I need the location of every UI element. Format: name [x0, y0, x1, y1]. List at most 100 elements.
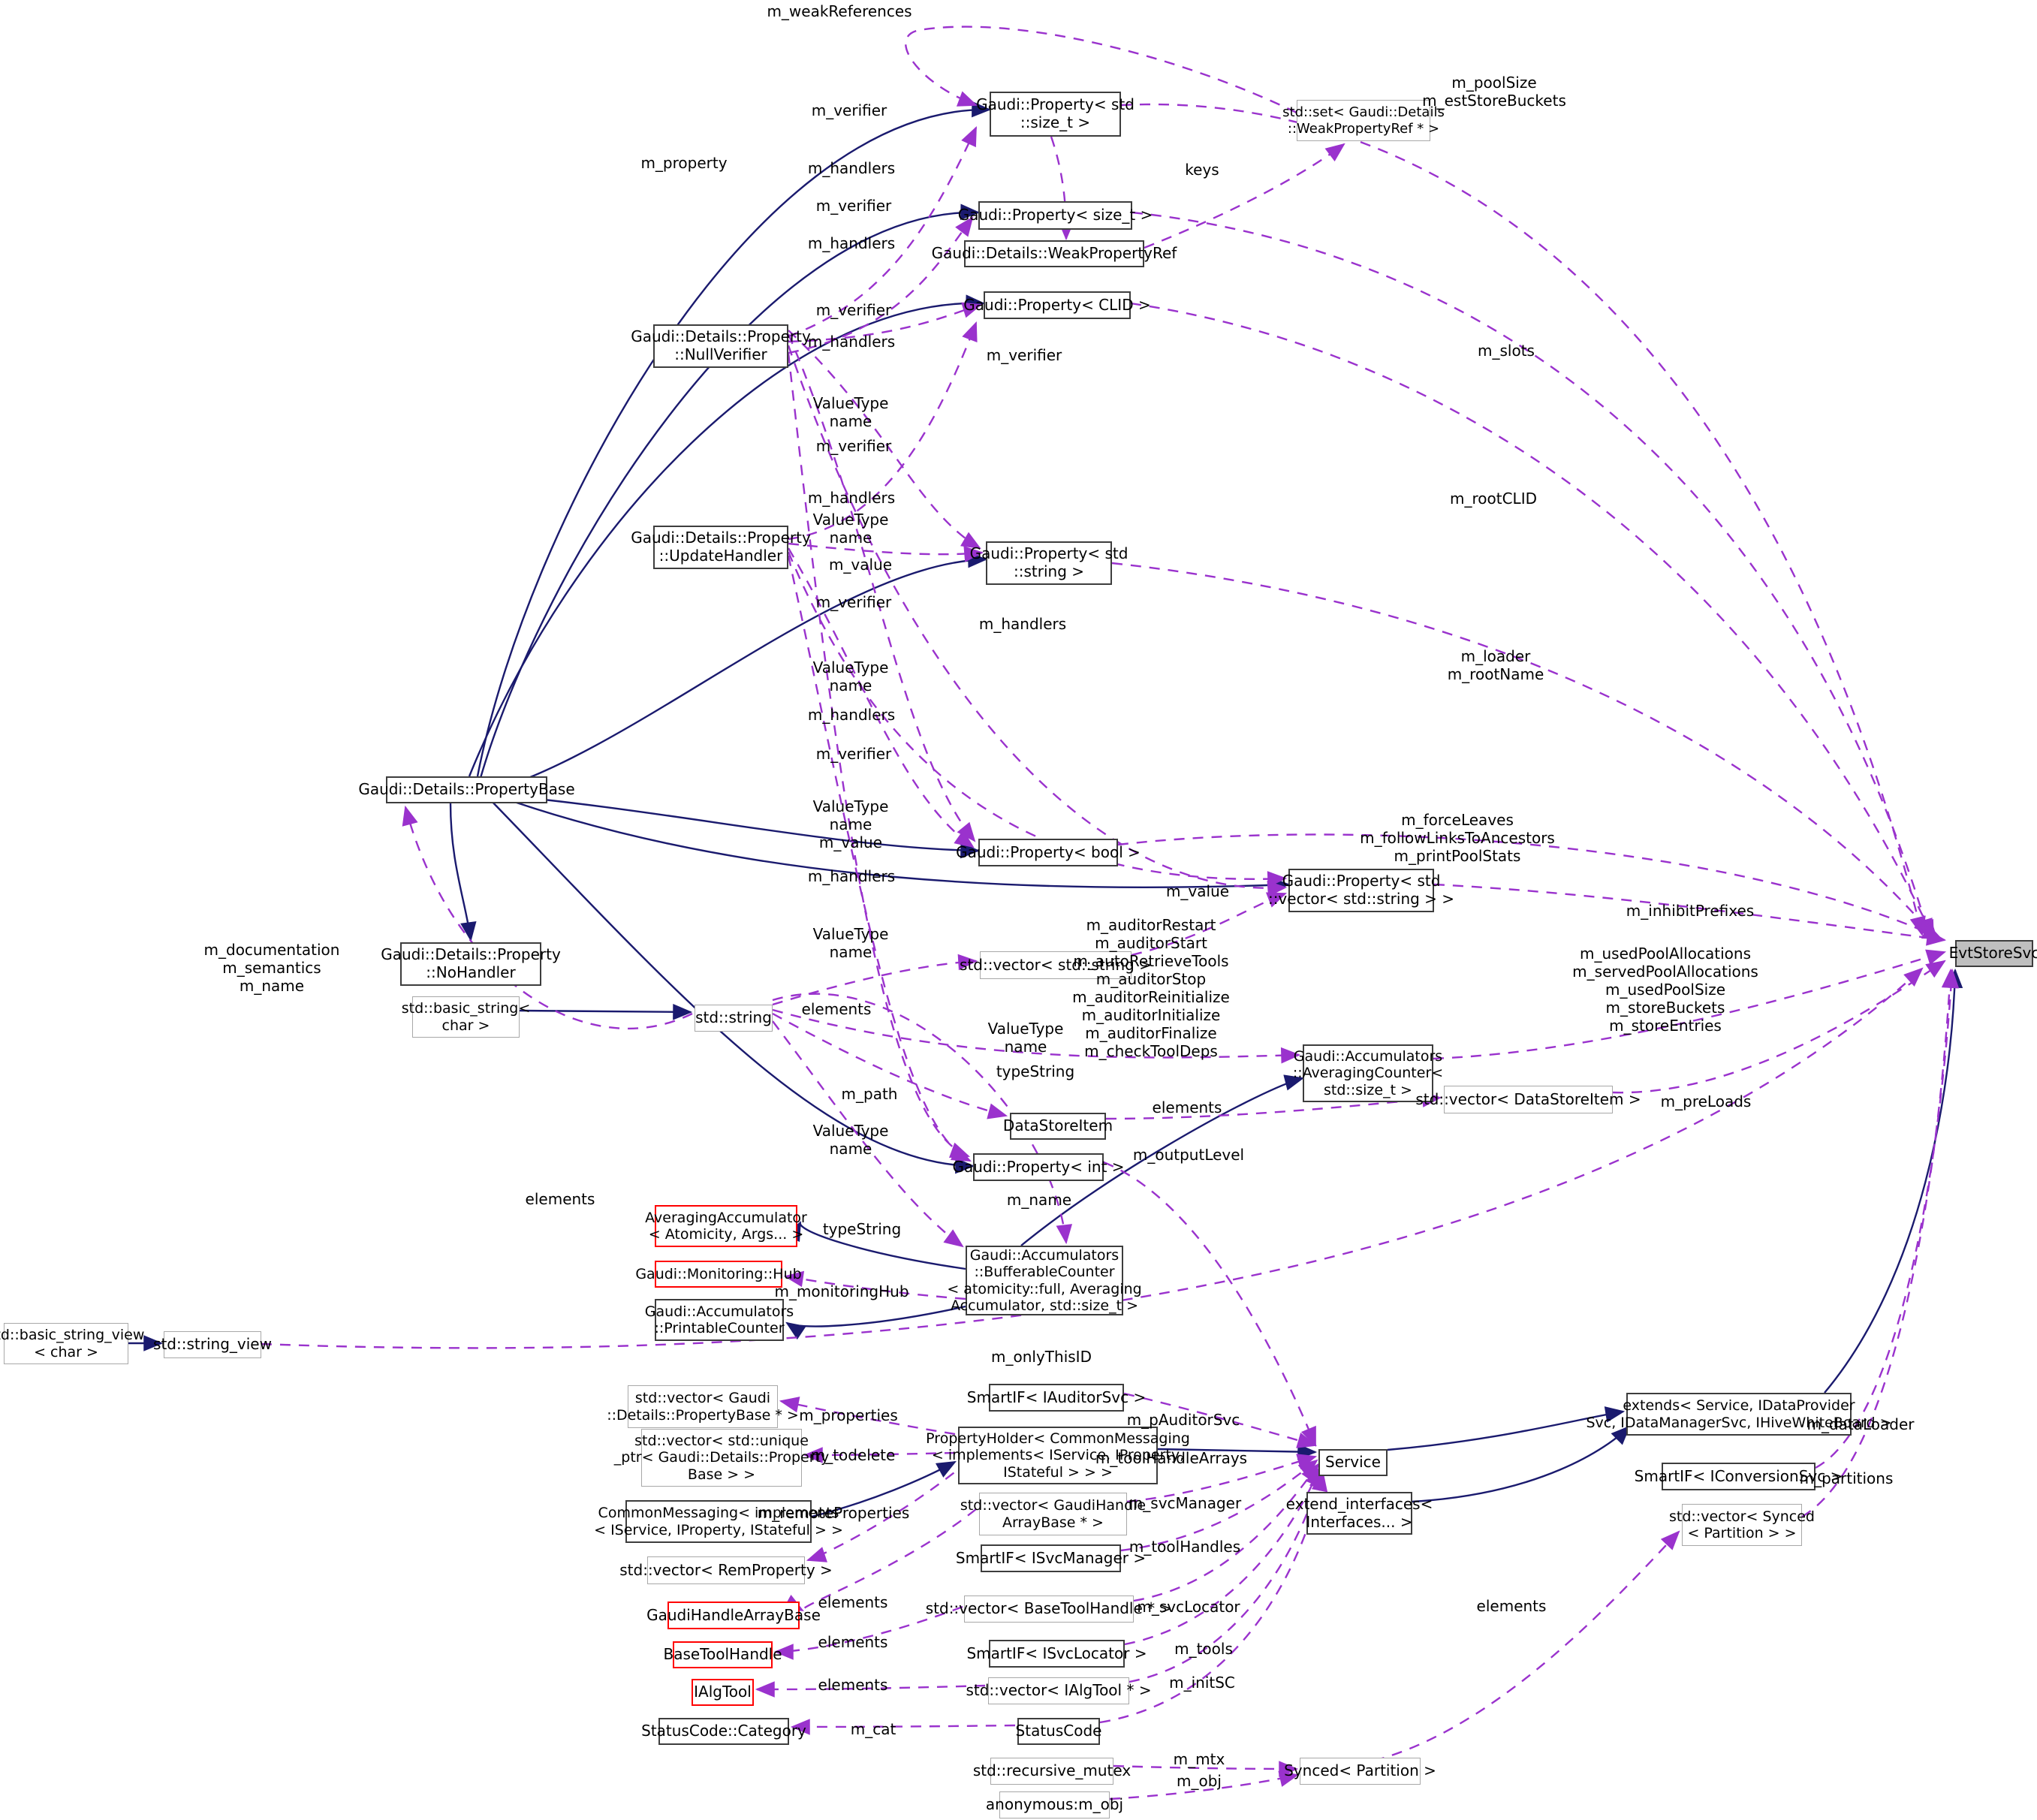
edge-label-lbl_m_path: m_path	[841, 1085, 898, 1103]
class-node-monitoring_hub[interactable]: Gaudi::Monitoring::Hub	[635, 1261, 802, 1288]
edge-label-lbl_valuetype_name_5: ValueType name	[812, 925, 889, 961]
edge-label-lbl_m_remoteProperties: m_remoteProperties	[757, 1504, 910, 1522]
class-node-prop_clid[interactable]: Gaudi::Property< CLID >	[963, 291, 1151, 319]
edge-label-lbl_m_pAuditorSvc: m_pAuditorSvc	[1126, 1411, 1240, 1429]
class-node-std_string[interactable]: std::string	[695, 1005, 773, 1032]
class-node-string_view[interactable]: std::string_view	[153, 1331, 272, 1358]
class-node-anonymous_m_obj[interactable]: anonymous:m_obj	[986, 1791, 1123, 1818]
edge-label-lbl_m_cat: m_cat	[850, 1720, 896, 1738]
class-node-recursive_mutex[interactable]: std::recursive_mutex	[973, 1758, 1131, 1785]
class-node-propertyholder[interactable]: PropertyHolder< CommonMessaging < implem…	[926, 1427, 1190, 1484]
edge-label-lbl_elements_6: elements	[818, 1676, 888, 1694]
class-node-prop_std_string[interactable]: Gaudi::Property< std ::string >	[970, 541, 1128, 585]
edge-label-lbl_valuetype_name_6: ValueType name	[987, 1020, 1064, 1056]
class-node-nullverifier[interactable]: Gaudi::Details::Property ::NullVerifier	[631, 324, 811, 368]
edge-label-lbl_m_mtx: m_mtx	[1173, 1750, 1225, 1768]
class-node-gaudihandlearraybase[interactable]: GaudiHandleArrayBase	[646, 1602, 821, 1629]
edge-label-lbl_m_obj: m_obj	[1177, 1772, 1222, 1790]
class-node-basic_string_view[interactable]: std::basic_string_view < char >	[0, 1323, 144, 1364]
class-node-smartif_iconvsvc[interactable]: SmartIF< IConversionSvc >	[1635, 1463, 1843, 1490]
class-node-extends_service[interactable]: extends< Service, IDataProvider Svc, IDa…	[1586, 1393, 1892, 1436]
class-node-vec_remproperty[interactable]: std::vector< RemProperty >	[619, 1556, 833, 1584]
edge-label-lbl_elements_4: elements	[818, 1593, 888, 1611]
edge-label-lbl_m_verifier_2: m_verifier	[815, 197, 892, 215]
class-node-vec_basetoolhandle[interactable]: std::vector< BaseToolHandle * >	[926, 1596, 1172, 1623]
class-node-bufferablecounter[interactable]: Gaudi::Accumulators ::BufferableCounter …	[947, 1246, 1142, 1315]
class-node-vec_propertybase_ptr[interactable]: std::vector< Gaudi ::Details::PropertyBa…	[607, 1385, 799, 1428]
class-node-ialgtool[interactable]: IAlgTool	[692, 1679, 754, 1706]
class-node-set_weakpropref[interactable]: std::set< Gaudi::Details ::WeakPropertyR…	[1282, 100, 1445, 141]
edge-label-lbl_m_slots: m_slots	[1478, 342, 1535, 360]
class-node-printablecounter[interactable]: Gaudi::Accumulators ::PrintableCounter	[645, 1299, 794, 1341]
class-node-smartif_isvclocator[interactable]: SmartIF< ISvcLocator >	[966, 1640, 1147, 1668]
edge-label-lbl_m_poolSize: m_poolSize m_estStoreBuckets	[1422, 74, 1566, 110]
class-node-prop_bool[interactable]: Gaudi::Property< bool >	[956, 839, 1141, 866]
class-node-statuscode[interactable]: StatusCode	[1016, 1718, 1101, 1745]
edge-label-lbl_valuetype_name_1: ValueType name	[812, 394, 889, 430]
edge-label-lbl_m_handlers_2: m_handlers	[807, 234, 896, 252]
class-node-extend_interfaces[interactable]: extend_interfaces< Interfaces... >	[1286, 1492, 1433, 1535]
edge-label-lbl_m_inhibitPrefixes: m_inhibitPrefixes	[1626, 902, 1755, 920]
edge-label-lbl_m_value_2: m_value	[1165, 882, 1230, 900]
class-node-basic_string_char[interactable]: std::basic_string< char >	[402, 996, 530, 1038]
edge-label-lbl_m_weakReferences: m_weakReferences	[767, 2, 912, 20]
edge-label-lbl_m_forceLeaves: m_forceLeaves m_followLinksToAncestors m…	[1360, 811, 1555, 865]
edge-label-lbl_m_handlers_5: m_handlers	[978, 615, 1067, 633]
edge-label-lbl_valuetype_name_2: ValueType name	[812, 511, 889, 547]
class-node-prop_size_t[interactable]: Gaudi::Property< size_t >	[958, 201, 1153, 230]
class-node-datastoreitem[interactable]: DataStoreItem	[1003, 1113, 1113, 1140]
class-node-basetoolhandle[interactable]: BaseToolHandle	[663, 1641, 782, 1668]
edge-label-lbl_m_handlers_1: m_handlers	[807, 159, 896, 177]
class-node-vec_unique_ptr_pb[interactable]: std::vector< std::unique _ptr< Gaudi::De…	[614, 1429, 829, 1487]
edge-label-lbl_elements_2: elements	[1152, 1098, 1222, 1116]
edge-label-lbl_m_tools: m_tools	[1174, 1640, 1233, 1658]
class-node-commonmessaging[interactable]: CommonMessaging< implements < IService, …	[594, 1500, 843, 1543]
edge-label-lbl_elements_3: elements	[525, 1190, 595, 1208]
edge-label-lbl_m_onlyThisID: m_onlyThisID	[991, 1348, 1092, 1366]
edge-label-lbl_m_property: m_property	[640, 154, 728, 172]
class-node-smartif_iauditorsvc[interactable]: SmartIF< IAuditorSvc >	[967, 1384, 1146, 1412]
class-node-vec_gaudihandlearray[interactable]: std::vector< GaudiHandle ArrayBase * >	[960, 1493, 1146, 1535]
edge-label-lbl_m_verifier_1: m_verifier	[811, 101, 887, 119]
edge-label-lbl_m_usedPool: m_usedPoolAllocations m_servedPoolAlloca…	[1572, 945, 1758, 1035]
class-node-nohandler[interactable]: Gaudi::Details::Property ::NoHandler	[381, 942, 561, 986]
class-node-vec_datastoreitem[interactable]: std::vector< DataStoreItem >	[1415, 1086, 1641, 1113]
class-node-statuscode_category[interactable]: StatusCode::Category	[641, 1718, 806, 1745]
class-node-prop_int[interactable]: Gaudi::Property< int >	[952, 1153, 1125, 1181]
edge-label-lbl_m_svcManager: m_svcManager	[1128, 1494, 1242, 1512]
edge-label-lbl_m_todelete: m_todelete	[810, 1446, 896, 1464]
class-node-prop_std_size_t[interactable]: Gaudi::Property< std ::size_t >	[976, 92, 1135, 137]
class-node-evtstoresvc[interactable]: EvtStoreSvc	[1949, 940, 2037, 967]
edge-label-lbl_m_toolHandles: m_toolHandles	[1128, 1538, 1241, 1556]
class-node-propertybase[interactable]: Gaudi::Details::PropertyBase	[358, 776, 575, 803]
class-node-avgaccumulator[interactable]: AveragingAccumulator < Atomicity, Args..…	[645, 1205, 807, 1247]
edge-label-lbl_m_handlers_7: m_handlers	[807, 867, 896, 885]
edge-label-lbl_m_svcLocator: m_svcLocator	[1137, 1598, 1240, 1616]
edge-label-lbl_m_loader: m_loader m_rootName	[1447, 647, 1544, 683]
edge-label-lbl_m_monitoringHub: m_monitoringHub	[774, 1282, 909, 1300]
edge-label-lbl_m_verifier_6: m_verifier	[815, 593, 892, 611]
class-node-vec_synced_partition[interactable]: std::vector< Synced < Partition > >	[1669, 1504, 1815, 1546]
edge-label-lbl_valuetype_name_7: ValueType name	[812, 1122, 889, 1158]
edge-label-lbl_m_verifier_3: m_verifier	[815, 301, 892, 319]
class-node-service[interactable]: Service	[1318, 1449, 1388, 1476]
edge-label-lbl_m_verifier_5: m_verifier	[815, 437, 892, 455]
edge-label-lbl_m_handlers_6: m_handlers	[807, 706, 896, 724]
edge-label-lbl_elements_5: elements	[818, 1633, 888, 1651]
edge-label-lbl_m_properties: m_properties	[799, 1406, 898, 1424]
class-node-avgcounter_size_t[interactable]: Gaudi::Accumulators ::AveragingCounter< …	[1293, 1044, 1443, 1102]
class-node-prop_vec_string[interactable]: Gaudi::Property< std ::vector< std::stri…	[1268, 869, 1454, 912]
class-node-synced_partition[interactable]: Synced< Partition >	[1284, 1758, 1436, 1785]
edge-label-lbl_elements_7: elements	[1476, 1597, 1547, 1615]
edge-label-lbl_elements_1: elements	[801, 1000, 872, 1018]
class-node-smartif_isvcmanager[interactable]: SmartIF< ISvcManager >	[956, 1544, 1146, 1572]
edge-label-lbl_m_partitions: m_partitions	[1799, 1469, 1894, 1487]
edge-label-lbl_m_value_1: m_value	[828, 556, 893, 574]
edge-label-lbl_m_outputLevel: m_outputLevel	[1132, 1146, 1245, 1164]
class-node-weakpropref[interactable]: Gaudi::Details::WeakPropertyRef	[932, 240, 1177, 267]
class-node-updatehandler[interactable]: Gaudi::Details::Property ::UpdateHandler	[631, 526, 811, 569]
class-node-vec_ialgtool_ptr[interactable]: std::vector< IAlgTool * >	[966, 1677, 1152, 1704]
edge-label-lbl_m_toolHandleArrays: m_toolHandleArrays	[1095, 1449, 1248, 1467]
edge-label-lbl_keys: keys	[1185, 161, 1219, 179]
